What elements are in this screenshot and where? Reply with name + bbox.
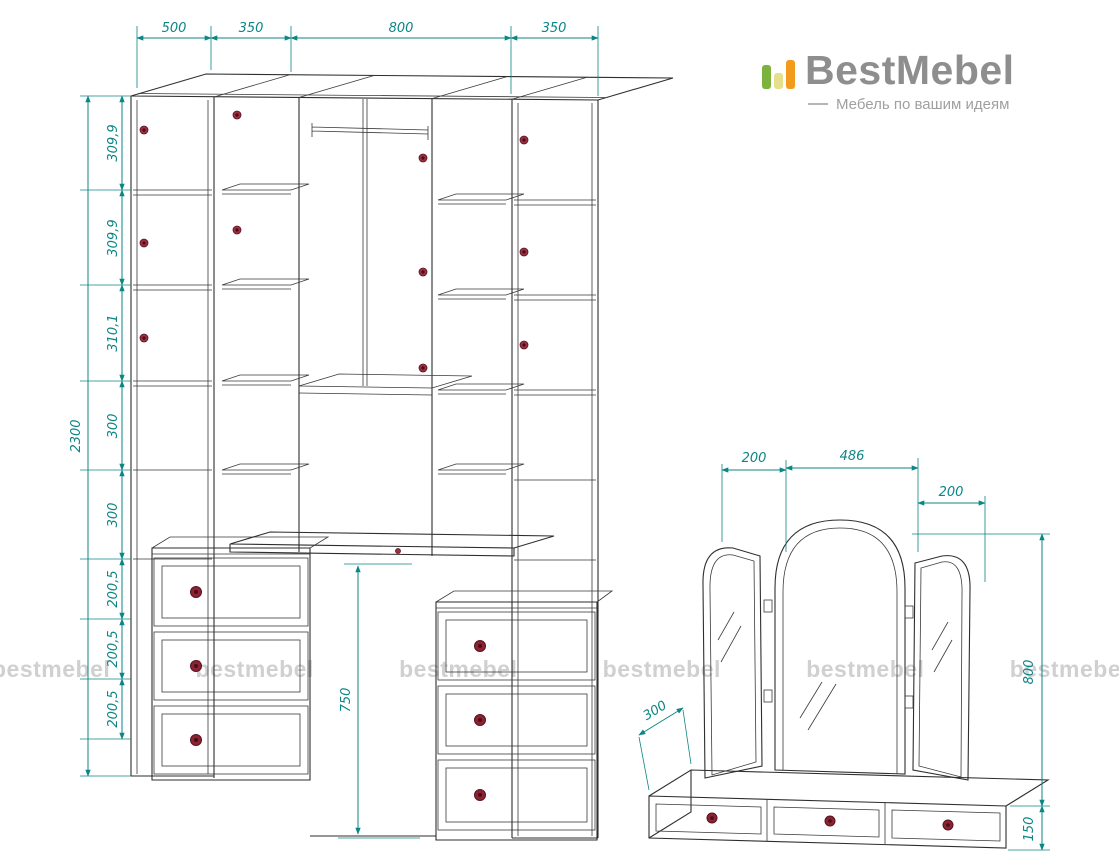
tower-right [514,135,596,561]
drawer-front [437,759,596,831]
hinge-fittings [418,153,428,373]
dim-label: 200,5 [106,690,121,727]
desk [229,531,555,557]
mirror-right-wing [912,555,971,781]
logo-bar-green [762,64,771,89]
dimensions-wardrobe: 500 350 800 350 309,9 309,9 310,1 300 30… [69,21,599,839]
dimensions-dressing-table: 200 486 200 800 150 300 [638,449,1050,851]
dim-label: 309,9 [106,124,121,161]
column-right-inner [437,193,525,475]
drawer-front [437,611,596,681]
mirror-center [774,519,906,775]
hinge-fittings [139,125,149,343]
wardrobe-drawing: 500 350 800 350 309,9 309,9 310,1 300 30… [69,21,674,841]
dim-label: 200 [939,485,964,500]
hinge-fittings [232,110,242,235]
dim-label: 200 [742,451,767,466]
dim-label: 800 [389,21,414,36]
mirror-left-wing [702,547,763,779]
drawer-front [153,631,309,701]
dim-label-mirror-height: 800 [1022,660,1037,685]
logo-bar-yellow [774,72,783,89]
dim-label: 350 [239,21,264,36]
drawer-front [153,557,309,627]
brand-name: BestMebel [805,47,1015,93]
dim-label: 309,9 [106,219,121,256]
pedestal-right [435,590,614,841]
drawer-front [437,685,596,755]
tagline-dash [808,103,828,106]
brand-logo: BestMebel Мебель по вашим идеям [762,47,1015,113]
dim-label: 350 [542,21,567,36]
dim-label: 200,5 [106,570,121,607]
dim-label: 500 [162,21,187,36]
dim-label: 300 [106,503,121,528]
drawer-front [153,705,309,775]
cabinet-middle-top [298,99,473,396]
pedestal-left [151,536,330,781]
dim-label: 310,1 [106,314,121,351]
dim-label: 200,5 [106,630,121,667]
column-left-inner [221,110,310,475]
tagline-text: Мебель по вашим идеям [836,95,1010,113]
brand-tagline: Мебель по вашим идеям [808,96,1015,113]
drawer-knob [706,812,954,831]
dim-label-overall-height: 2300 [69,419,84,452]
drawer-knob [474,640,486,801]
drawer-knob [190,586,202,746]
cable-grommet [395,548,401,554]
hinge-fittings [519,135,529,350]
dim-label: 486 [840,449,865,464]
logo-bar-orange [786,59,795,89]
base-cabinet [648,769,1050,849]
mirror-hinges [763,599,914,709]
dim-label-depth: 300 [641,698,670,724]
dressing-table-drawing: 200 486 200 800 150 300 [638,449,1050,851]
dim-label: 300 [106,414,121,439]
logo-bars-icon [762,55,795,89]
dim-label-desk-clearance: 750 [339,688,354,713]
tower-left [133,125,212,560]
dim-label-base-height: 150 [1022,817,1037,842]
